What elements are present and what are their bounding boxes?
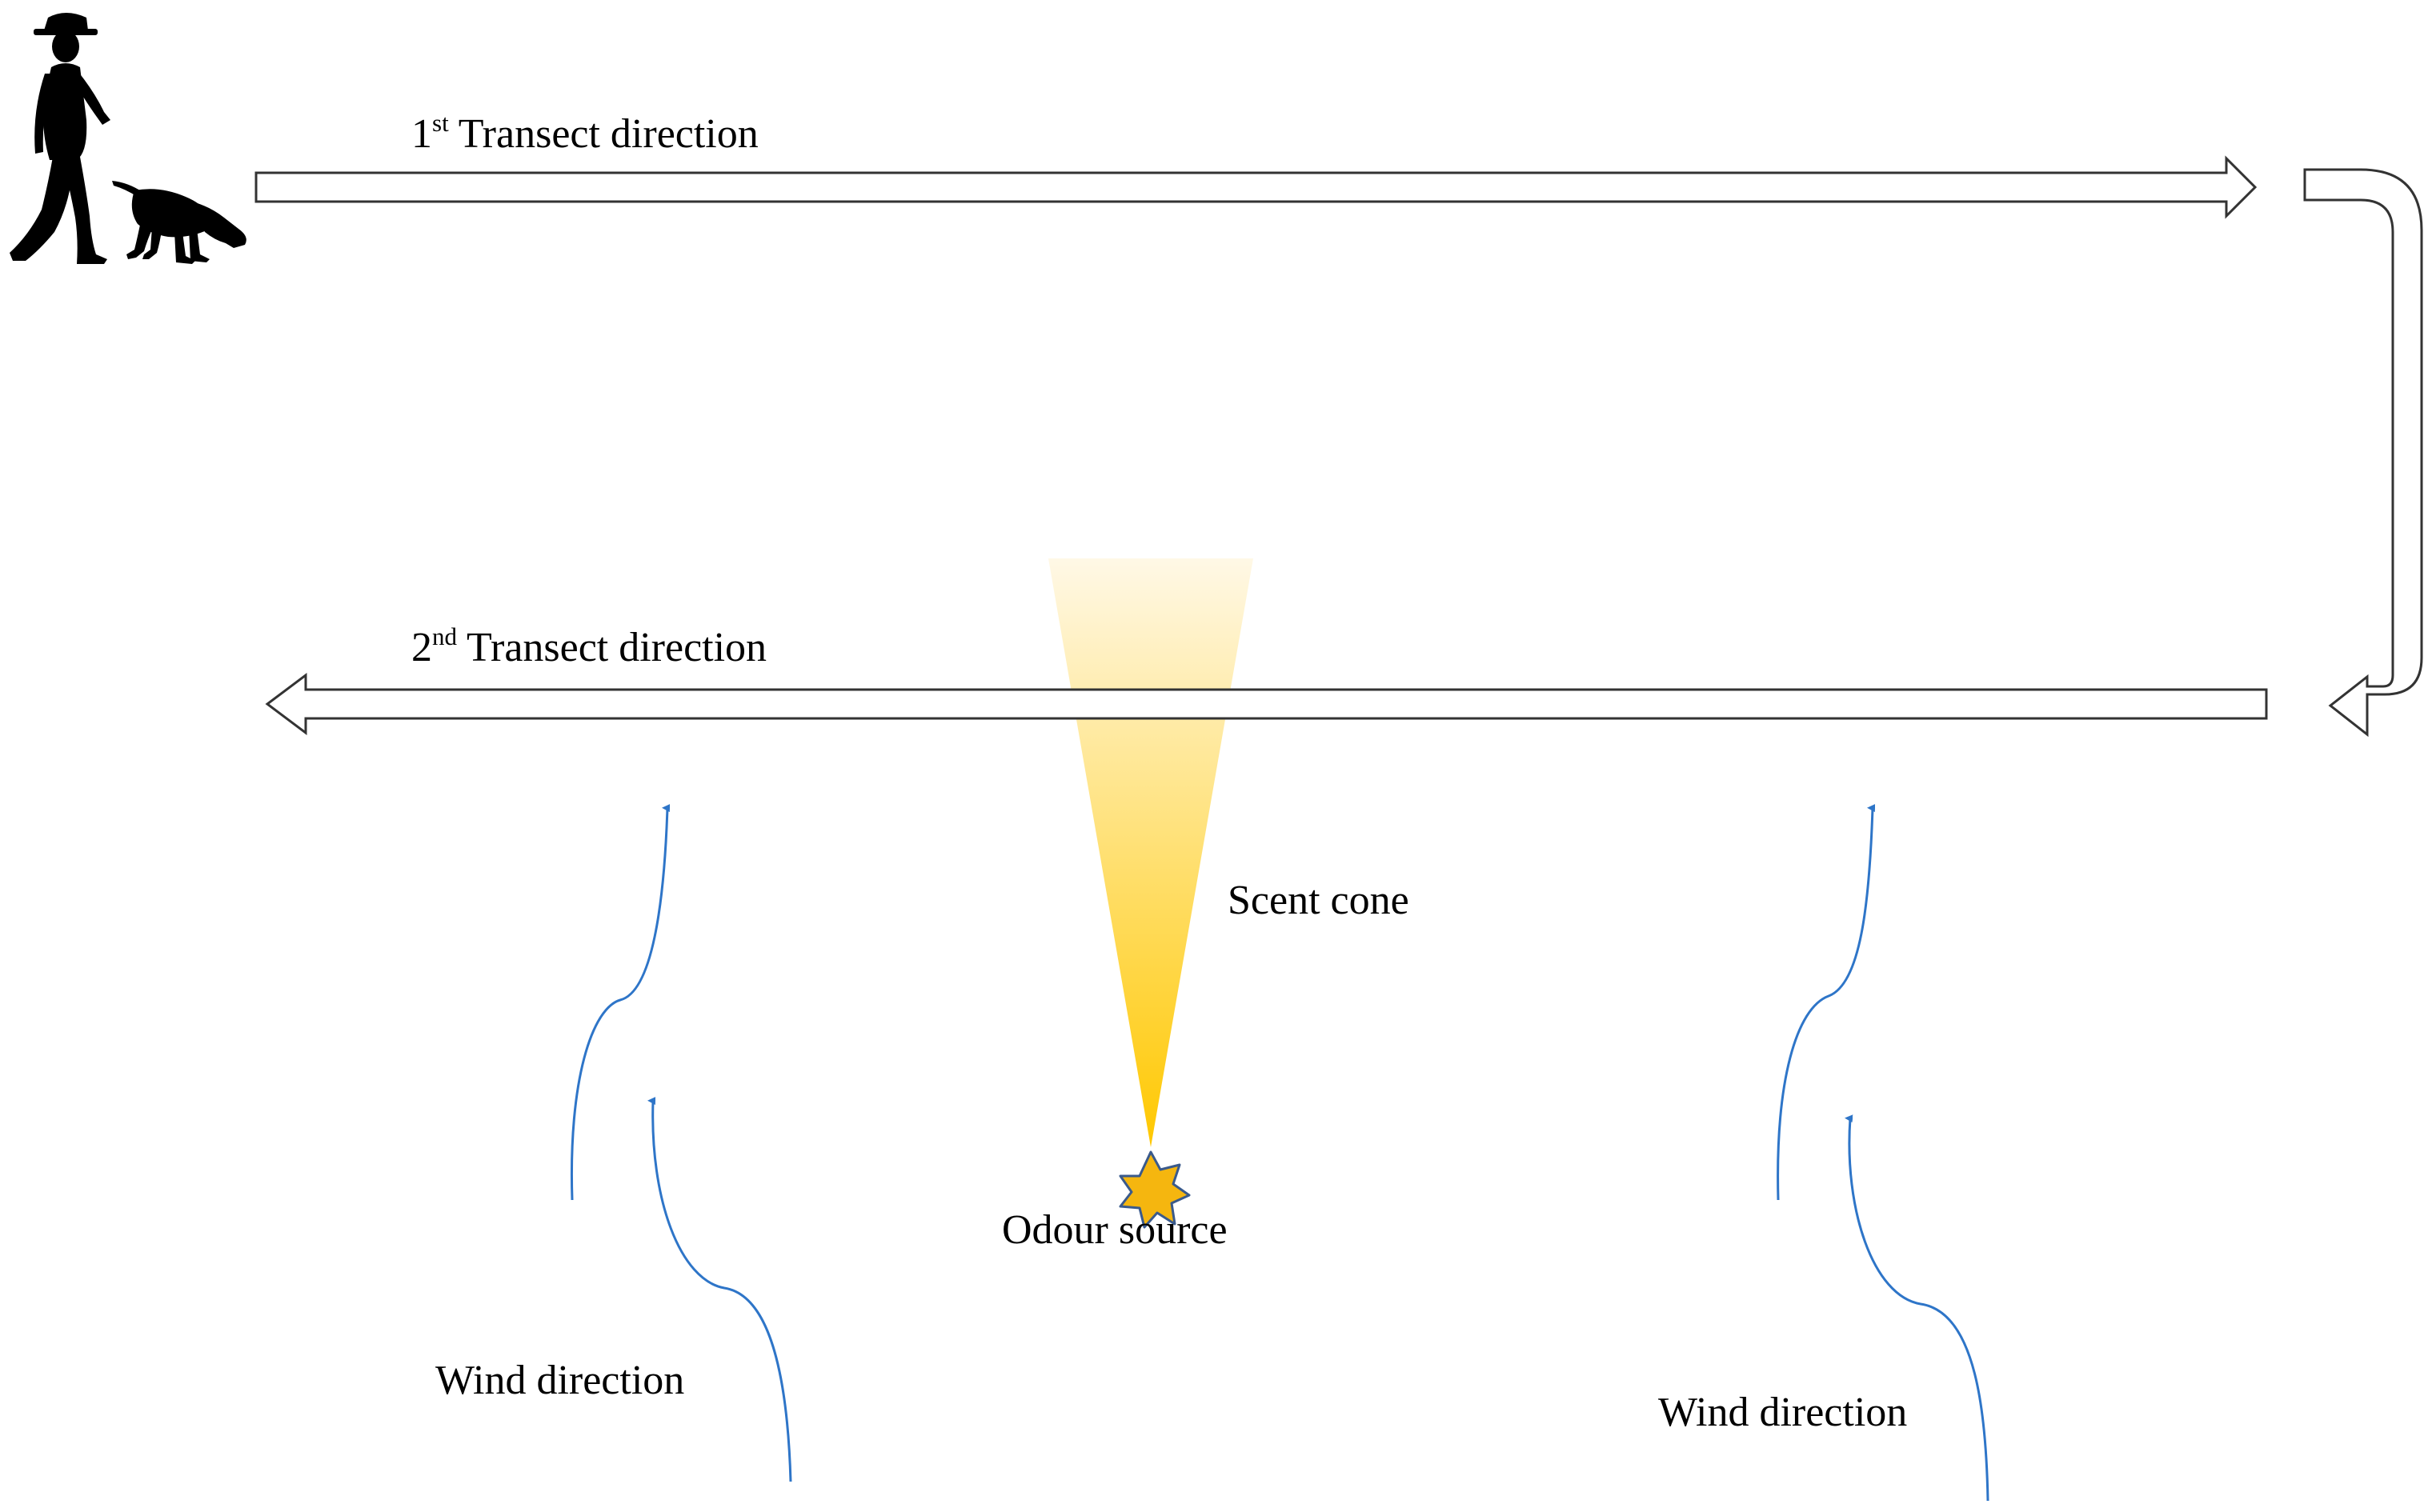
second-transect-label: 2nd Transect direction [411,622,767,670]
first-transect-arrow [254,155,2258,219]
u-turn-arrow-shape [2303,168,2423,738]
wind-arrow-right-2 [1845,1114,1989,1502]
wind-arrow-left-1 [570,804,671,1201]
odour-source-label: Odour source [1002,1207,1228,1253]
wind-direction-label-right: Wind direction [1658,1390,1907,1435]
wind-arrow-right-1 [1777,804,1876,1201]
wind-arrow-left-2 [647,1097,792,1482]
scent-cone-label: Scent cone [1228,878,1409,923]
scent-cone [1048,558,1253,1147]
wind-direction-label-left: Wind direction [435,1358,684,1403]
odour-source-star-icon [1119,1150,1191,1229]
second-transect-arrow [265,673,2268,735]
first-transect-label: 1st Transect direction [411,109,759,157]
tracking-dog-icon [112,181,246,264]
person-walking-icon [10,13,110,264]
